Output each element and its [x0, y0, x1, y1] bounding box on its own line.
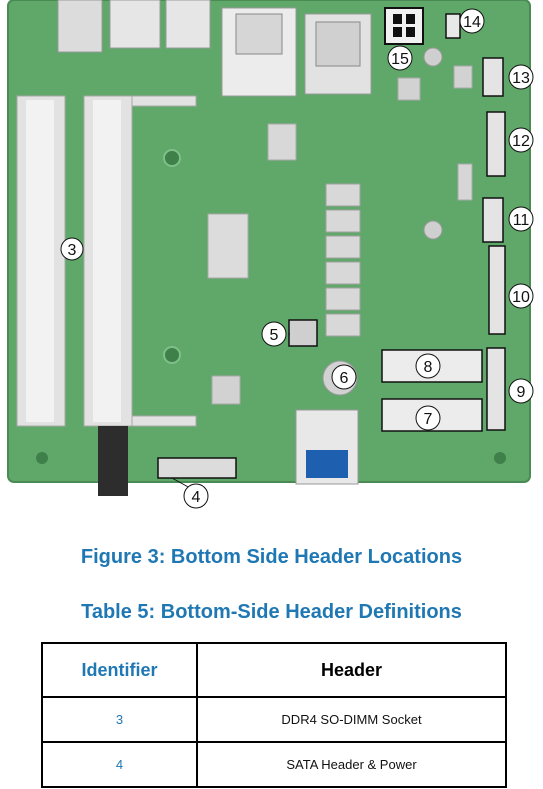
svg-text:6: 6 [340, 370, 349, 387]
table-row: 3 DDR4 SO-DIMM Socket [41, 696, 507, 743]
header-9-box [486, 347, 506, 431]
power-connector-15 [384, 7, 424, 45]
svg-text:7: 7 [424, 411, 433, 428]
callout-11: 11 [508, 206, 534, 232]
svg-text:11: 11 [513, 212, 530, 229]
usb-port-top-1 [57, 0, 103, 53]
callout-3: 3 [60, 237, 84, 261]
header-cell: DDR4 SO-DIMM Socket [196, 696, 507, 743]
callout-7: 7 [415, 405, 441, 431]
svg-text:15: 15 [391, 51, 409, 68]
svg-text:9: 9 [517, 384, 526, 401]
audio-jack [98, 426, 128, 496]
table-title: Table 5: Bottom-Side Header Definitions [81, 601, 462, 623]
callout-12: 12 [508, 127, 534, 153]
callout-4: 4 [183, 483, 209, 509]
column-header-identifier: Identifier [41, 642, 198, 698]
svg-text:10: 10 [512, 289, 530, 306]
identifier-cell[interactable]: 4 [41, 741, 198, 788]
svg-text:3: 3 [68, 242, 77, 259]
callout-15: 15 [387, 45, 413, 71]
header-10-box [488, 245, 506, 335]
header-12-box [486, 111, 506, 177]
inductor [325, 287, 361, 311]
header-5-box [288, 319, 318, 347]
callout-13: 13 [508, 64, 534, 90]
identifier-cell[interactable]: 3 [41, 696, 198, 743]
svg-text:5: 5 [270, 327, 279, 344]
callout-8: 8 [415, 353, 441, 379]
figure-caption: Figure 3: Bottom Side Header Locations [80, 546, 463, 568]
svg-text:8: 8 [424, 359, 433, 376]
svg-text:13: 13 [512, 70, 530, 87]
header-14-box [445, 13, 461, 39]
svg-text:4: 4 [192, 489, 201, 506]
usb-port-top-2 [109, 0, 161, 49]
header-definitions-table: Identifier Header 3 DDR4 SO-DIMM Socket … [41, 642, 507, 788]
callout-10: 10 [508, 283, 534, 309]
table-header-row: Identifier Header [41, 642, 507, 698]
motherboard-figure: 3 4 5 6 7 8 9 10 11 12 13 14 [7, 0, 534, 509]
callout-6: 6 [331, 364, 357, 390]
table-row: 4 SATA Header & Power [41, 741, 507, 788]
inductor [325, 209, 361, 233]
callout-5: 5 [261, 321, 287, 347]
svg-text:12: 12 [512, 133, 530, 150]
inductor [325, 183, 361, 207]
header-13-box [482, 57, 504, 97]
header-cell: SATA Header & Power [196, 741, 507, 788]
callout-14: 14 [459, 8, 485, 34]
header-11-box [482, 197, 504, 243]
sata-header-4 [157, 457, 237, 479]
motherboard-diagram: 3 4 5 6 7 8 9 10 11 12 13 14 [7, 0, 534, 509]
inductor [325, 313, 361, 337]
inductor [325, 235, 361, 259]
chip-grid [207, 213, 249, 279]
usb-port-top-3 [165, 0, 211, 49]
svg-text:14: 14 [463, 14, 481, 31]
callout-9: 9 [508, 378, 534, 404]
inductor [325, 261, 361, 285]
column-header-header: Header [196, 642, 507, 698]
